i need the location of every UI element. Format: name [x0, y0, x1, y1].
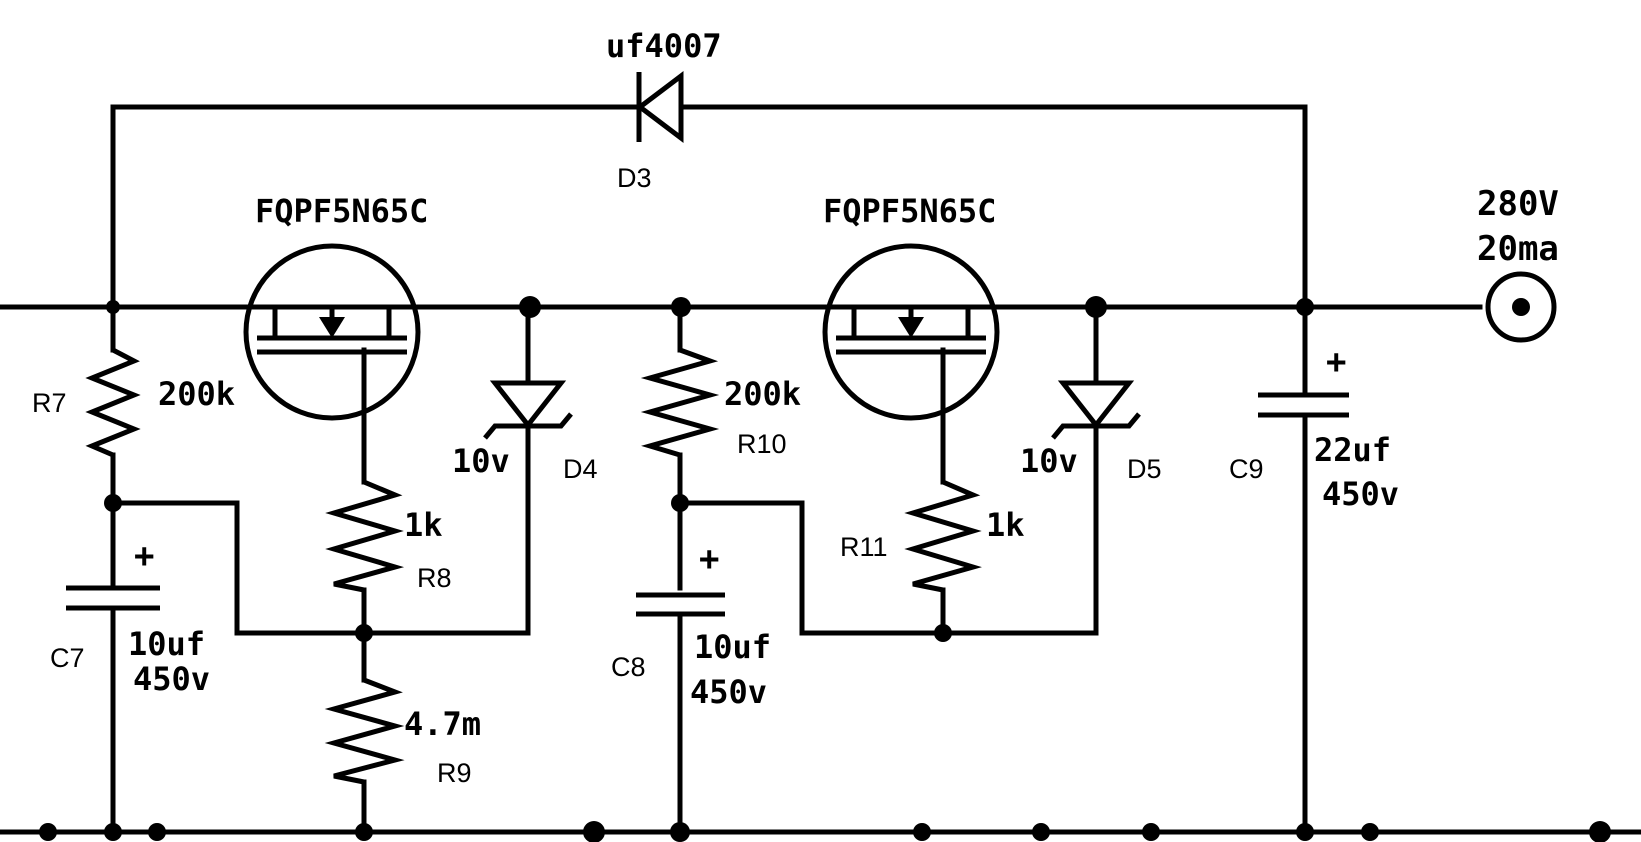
zener-d5: 10v D5 — [1020, 380, 1162, 484]
capacitor-c8: + C8 10uf 450v — [611, 539, 771, 711]
output-terminal-center — [1512, 298, 1530, 316]
capacitor-c7-polarity: + — [134, 536, 154, 576]
output-voltage: 280V — [1477, 184, 1559, 224]
zener-d4-triangle — [489, 380, 567, 430]
capacitor-c8-polarity: + — [699, 539, 719, 579]
mosfet-q1-body — [243, 243, 421, 421]
resistor-r8-value: 1k — [404, 506, 443, 544]
gate1-wire — [110, 425, 531, 636]
output-terminal: 280V 20ma — [1477, 184, 1559, 343]
resistor-r9-ref: R9 — [437, 758, 472, 788]
mosfet-q1: FQPF5N65C — [243, 192, 428, 421]
junction-dot — [583, 821, 605, 842]
junction-dot — [1589, 821, 1611, 842]
resistor-r7: R7 200k — [32, 347, 235, 458]
junction-dot — [519, 296, 541, 318]
resistor-r10-ref: R10 — [737, 429, 787, 459]
capacitor-c9-ref: C9 — [1229, 454, 1264, 484]
zener-d5-triangle — [1057, 380, 1135, 430]
junction-dot — [39, 823, 57, 841]
resistor-r10-value: 200k — [724, 375, 801, 413]
capacitor-c9: + C9 22uf 450v — [1229, 342, 1399, 513]
junction-dot — [355, 624, 373, 642]
junction-dot — [1142, 823, 1160, 841]
junction-dot — [104, 494, 122, 512]
capacitor-c8-value: 10uf — [694, 628, 771, 666]
resistor-r7-zigzag — [85, 347, 141, 458]
junction-dot — [355, 823, 373, 841]
resistor-r10-zigzag — [640, 347, 720, 458]
resistor-r9-value: 4.7m — [404, 705, 481, 743]
output-terminal-ring — [1485, 271, 1557, 343]
mosfet-q2-arrow — [898, 317, 924, 338]
resistor-r11-zigzag — [904, 479, 982, 593]
diode-d3-value: uf4007 — [606, 27, 722, 65]
capacitor-c8-ref: C8 — [611, 652, 646, 682]
junction-dot — [148, 823, 166, 841]
capacitor-c9-voltage: 450v — [1322, 475, 1399, 513]
zener-d4: 10v D4 — [452, 380, 598, 484]
junction-dot — [1085, 296, 1107, 318]
wires — [0, 104, 1641, 835]
junction-dot — [671, 297, 691, 317]
zener-d4-value: 10v — [452, 442, 510, 480]
junction-dot — [1296, 298, 1314, 316]
gate2-wire — [677, 425, 1099, 636]
zener-d5-bar — [1051, 412, 1141, 440]
mosfet-q2-body — [822, 243, 1000, 421]
diode-d3-triangle — [635, 70, 684, 144]
resistor-r8: 1k R8 — [325, 479, 452, 593]
junction-dot — [1032, 823, 1050, 841]
junctions — [39, 296, 1611, 842]
diode-d3: uf4007 D3 — [606, 27, 722, 193]
zener-d5-ref: D5 — [1127, 454, 1162, 484]
junction-dot — [1361, 823, 1379, 841]
resistor-r7-value: 200k — [158, 375, 235, 413]
capacitor-c9-polarity: + — [1326, 342, 1346, 382]
resistor-r11: R11 1k — [840, 479, 1025, 593]
junction-dot — [934, 624, 952, 642]
resistor-r9-zigzag — [324, 677, 405, 785]
resistor-r8-zigzag — [325, 479, 405, 593]
resistor-r8-ref: R8 — [417, 563, 452, 593]
bypass-loop-wire-right — [678, 104, 1308, 310]
capacitor-c7-value: 10uf — [128, 625, 205, 663]
capacitor-c7-ref: C7 — [50, 643, 85, 673]
capacitor-c8-voltage: 450v — [690, 673, 767, 711]
capacitor-c7-voltage: 450v — [133, 660, 210, 698]
capacitor-c7: + C7 10uf 450v — [50, 536, 210, 698]
mosfet-q1-arrow — [319, 317, 345, 338]
capacitor-c9-value: 22uf — [1314, 431, 1391, 469]
bypass-loop-wire — [110, 104, 641, 310]
resistor-r7-ref: R7 — [32, 388, 67, 418]
junction-dot — [1296, 823, 1314, 841]
output-current: 20ma — [1477, 229, 1559, 269]
diode-d3-ref: D3 — [617, 163, 652, 193]
resistor-r11-ref: R11 — [840, 532, 888, 562]
resistor-r11-value: 1k — [986, 506, 1025, 544]
resistor-r9: 4.7m R9 — [324, 677, 481, 788]
junction-dot — [671, 494, 689, 512]
junction-dot — [106, 300, 120, 314]
junction-dot — [670, 822, 690, 842]
junction-dot — [913, 823, 931, 841]
zener-d4-bar — [483, 412, 573, 440]
zener-d4-ref: D4 — [563, 454, 598, 484]
junction-dot — [104, 823, 122, 841]
zener-d5-value: 10v — [1020, 442, 1078, 480]
resistor-r10: 200k R10 — [640, 347, 801, 459]
mosfet-q1-part: FQPF5N65C — [255, 192, 428, 230]
mosfet-q2: FQPF5N65C — [822, 192, 1000, 421]
mosfet-q2-part: FQPF5N65C — [823, 192, 996, 230]
